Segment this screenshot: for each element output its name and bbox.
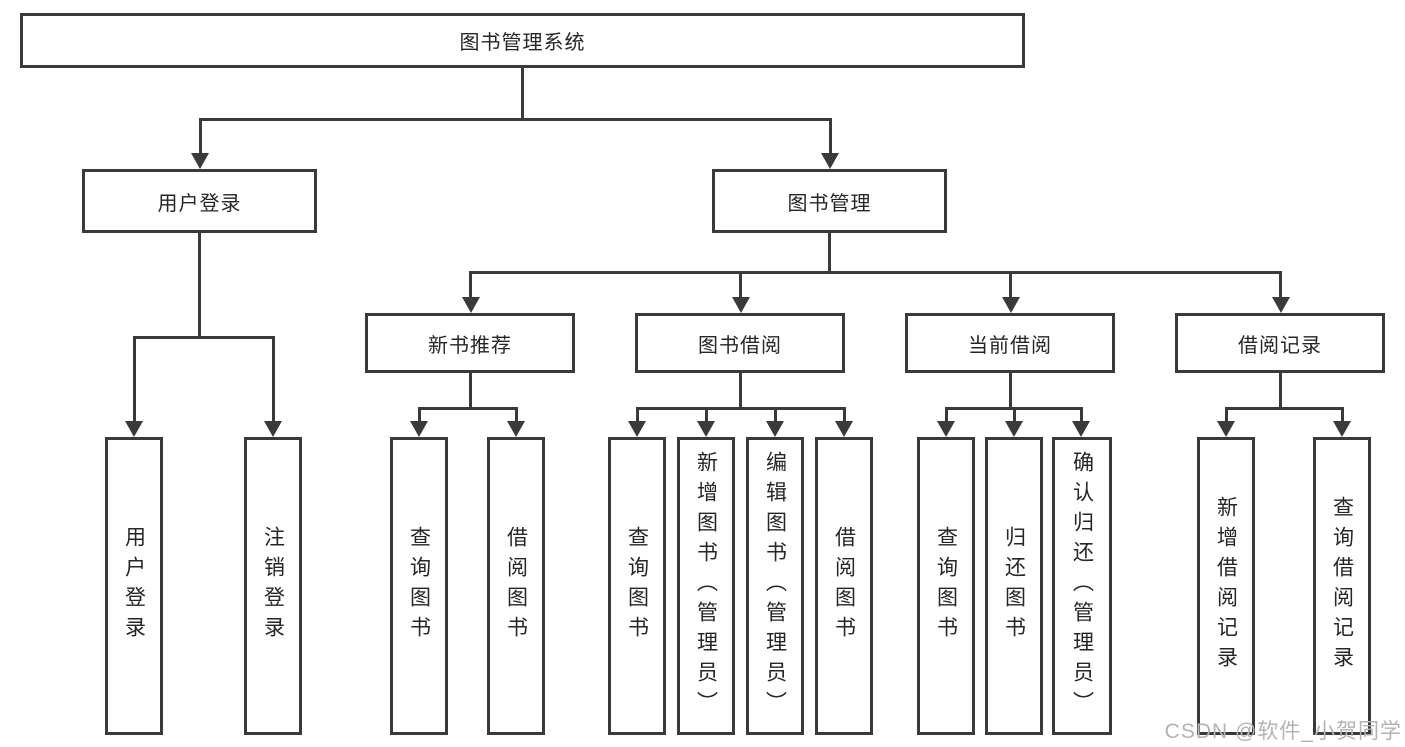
- connector-new-book-horizontal: [417, 407, 518, 410]
- arrowhead-down-icon: [507, 421, 525, 437]
- node-user-login: 用户登录: [82, 169, 317, 233]
- leaf-return-book: 归还图书: [985, 437, 1043, 735]
- connector-borrow-records-horizontal: [1224, 407, 1344, 410]
- connector-to-leaf: [944, 410, 948, 423]
- connector-to-leaf: [1079, 410, 1083, 423]
- connector-to-leaf: [1224, 410, 1228, 423]
- connector-to-leaf: [514, 410, 518, 423]
- leaf-user-login: 用户登录: [105, 437, 163, 735]
- leaf-label: 查询图书: [934, 526, 958, 646]
- connector-user-login-horizontal: [132, 336, 275, 339]
- arrowhead-down-icon: [821, 153, 839, 169]
- connector-to-book-management: [828, 121, 832, 154]
- leaf-logout: 注销登录: [244, 437, 302, 735]
- leaf-confirm-return-admin: 确认归还（管理员）: [1052, 437, 1112, 735]
- connector-root-down: [521, 68, 524, 121]
- leaf-label: 归还图书: [1002, 526, 1026, 646]
- leaf-query-books-current: 查询图书: [917, 437, 975, 735]
- leaf-borrow-books-recommend: 借阅图书: [487, 437, 545, 735]
- leaf-label: 用户登录: [122, 526, 146, 646]
- connector-to-leaf: [132, 339, 136, 422]
- leaf-add-book-admin: 新增图书（管理员）: [677, 437, 735, 735]
- connector-new-book-down: [469, 373, 472, 409]
- node-new-book-recommend: 新书推荐: [365, 313, 575, 373]
- connector-current-borrow-down: [1009, 373, 1012, 409]
- connector-to-leaf: [635, 410, 639, 423]
- arrowhead-down-icon: [628, 421, 646, 437]
- leaf-query-books-recommend: 查询图书: [390, 437, 448, 735]
- node-library-system: 图书管理系统: [20, 13, 1025, 68]
- connector-to-leaf: [842, 410, 846, 423]
- leaf-label: 新增图书（管理员）: [694, 451, 718, 721]
- arrowhead-down-icon: [125, 421, 143, 437]
- leaf-label: 注销登录: [261, 526, 285, 646]
- connector-current-borrow-horizontal: [944, 407, 1083, 410]
- connector-to-leaf: [271, 339, 275, 422]
- leaf-label: 新增借阅记录: [1214, 496, 1238, 676]
- leaf-label: 编辑图书（管理员）: [763, 451, 787, 721]
- connector-book-management-horizontal: [468, 271, 1282, 274]
- arrowhead-down-icon: [410, 421, 428, 437]
- connector-to-leaf: [704, 410, 708, 423]
- arrowhead-down-icon: [937, 421, 955, 437]
- connector-root-horizontal: [198, 118, 832, 121]
- leaf-label: 确认归还（管理员）: [1070, 451, 1094, 721]
- node-current-borrow: 当前借阅: [905, 313, 1115, 373]
- connector-to-leaf: [1012, 410, 1016, 423]
- node-book-borrow: 图书借阅: [635, 313, 845, 373]
- arrowhead-down-icon: [461, 297, 480, 313]
- arrowhead-down-icon: [731, 297, 750, 313]
- arrowhead-down-icon: [835, 421, 853, 437]
- connector-to-borrow-records: [1279, 274, 1282, 298]
- leaf-label: 借阅图书: [504, 526, 528, 646]
- arrowhead-down-icon: [1333, 421, 1351, 437]
- arrowhead-down-icon: [264, 421, 282, 437]
- connector-to-book-borrow: [739, 274, 742, 298]
- leaf-label: 借阅图书: [832, 526, 856, 646]
- node-book-management: 图书管理: [712, 169, 947, 233]
- leaf-add-borrow-record: 新增借阅记录: [1197, 437, 1255, 735]
- arrowhead-down-icon: [766, 421, 784, 437]
- arrowhead-down-icon: [1271, 297, 1290, 313]
- leaf-label: 查询图书: [407, 526, 431, 646]
- leaf-query-books-borrow: 查询图书: [608, 437, 666, 735]
- arrowhead-down-icon: [697, 421, 715, 437]
- leaf-edit-book-admin: 编辑图书（管理员）: [746, 437, 804, 735]
- connector-book-borrow-down: [739, 373, 742, 409]
- arrowhead-down-icon: [1217, 421, 1235, 437]
- connector-to-user-login: [198, 121, 202, 154]
- connector-book-management-down: [828, 233, 831, 274]
- connector-book-borrow-horizontal: [635, 407, 846, 410]
- connector-to-current-borrow: [1009, 274, 1012, 298]
- connector-to-leaf: [773, 410, 777, 423]
- leaf-borrow-books: 借阅图书: [815, 437, 873, 735]
- watermark: CSDN @软件_小贺同学: [1164, 720, 1402, 743]
- connector-to-leaf: [1340, 410, 1344, 423]
- arrowhead-down-icon: [1072, 421, 1090, 437]
- connector-borrow-records-down: [1279, 373, 1282, 409]
- connector-to-leaf: [417, 410, 421, 423]
- leaf-label: 查询借阅记录: [1330, 496, 1354, 676]
- leaf-label: 查询图书: [625, 526, 649, 646]
- connector-to-new-book: [469, 274, 472, 298]
- node-borrow-records: 借阅记录: [1175, 313, 1385, 373]
- arrowhead-down-icon: [191, 153, 209, 169]
- arrowhead-down-icon: [1001, 297, 1020, 313]
- connector-user-login-down: [198, 233, 201, 339]
- arrowhead-down-icon: [1005, 421, 1023, 437]
- leaf-query-borrow-record: 查询借阅记录: [1313, 437, 1371, 735]
